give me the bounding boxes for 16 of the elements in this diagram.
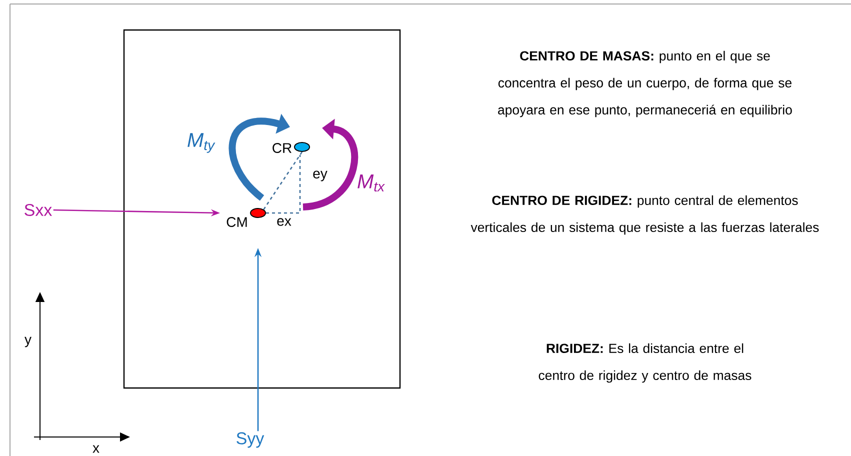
point-marker (294, 142, 310, 152)
definition-text: CENTRO DE RIGIDEZ: punto central de elementos verticales de un sistema que resiste a las fuerzas laterales (470, 195, 819, 235)
axis-label: y (24, 336, 32, 348)
point-label: CR (272, 143, 292, 153)
dimension-label: ex (277, 218, 292, 226)
point-label: CM (226, 217, 247, 227)
dimension-label: ey (313, 170, 328, 182)
point-marker (250, 208, 266, 218)
definition-text: CENTRO DE MASAS: punto en el que se concentra el peso de un cuerpo, de forma que se apoyara en ese punto, permaneceriá en equilibrio (498, 50, 792, 118)
moment-label: M$_{tx}$ (358, 174, 385, 192)
force-label: Syy (236, 432, 264, 448)
floor-plan-rectangle (123, 29, 401, 389)
definition-text: RIGIDEZ: Es la distancia entre el centro de rigidez y centro de masas (538, 343, 752, 383)
axis-label: x (92, 445, 100, 453)
moment-label: M$_{ty}$ (188, 133, 216, 153)
force-label: Sxx (24, 204, 52, 216)
